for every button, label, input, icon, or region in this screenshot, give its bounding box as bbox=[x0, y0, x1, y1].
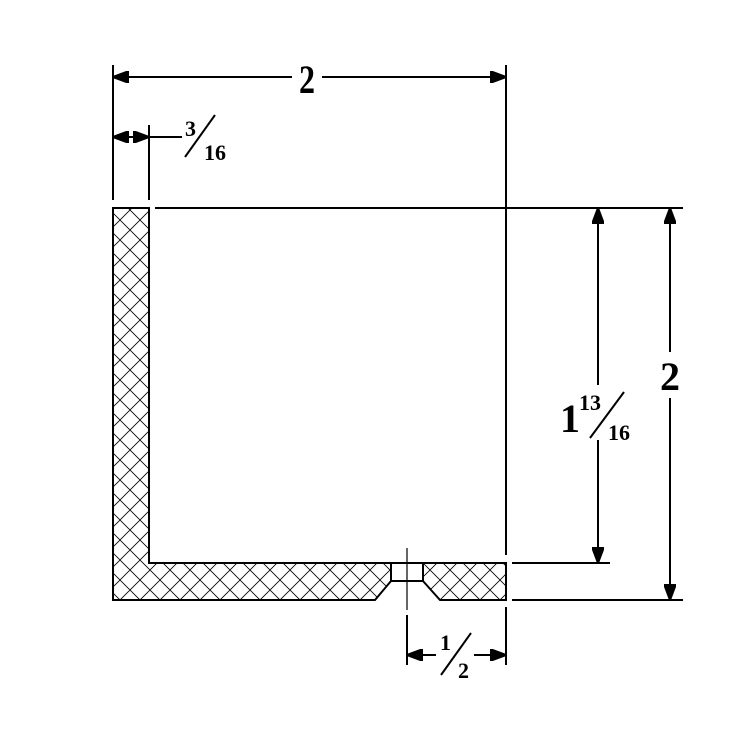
inner-height-denominator: 16 bbox=[608, 420, 630, 445]
inner-height-whole: 1 bbox=[560, 396, 580, 441]
angle-profile bbox=[112, 207, 507, 610]
extension-lines bbox=[112, 65, 683, 665]
width-label: 2 bbox=[299, 58, 315, 102]
hole-offset-dimension: 1 2 bbox=[407, 630, 506, 683]
thickness-dimension: 3 16 bbox=[113, 114, 226, 165]
thickness-denominator: 16 bbox=[204, 140, 226, 165]
profile-section bbox=[112, 207, 392, 601]
height-label: 2 bbox=[660, 354, 680, 399]
inner-height-numerator: 13 bbox=[579, 390, 601, 415]
width-dimension: 2 bbox=[113, 58, 506, 102]
hole-offset-denominator: 2 bbox=[458, 658, 469, 683]
profile-section-right bbox=[422, 562, 507, 601]
height-dimension: 2 bbox=[660, 208, 680, 600]
inner-height-dimension: 1 13 16 bbox=[560, 208, 630, 563]
thickness-numerator: 3 bbox=[185, 116, 196, 141]
hole-offset-numerator: 1 bbox=[440, 630, 451, 655]
